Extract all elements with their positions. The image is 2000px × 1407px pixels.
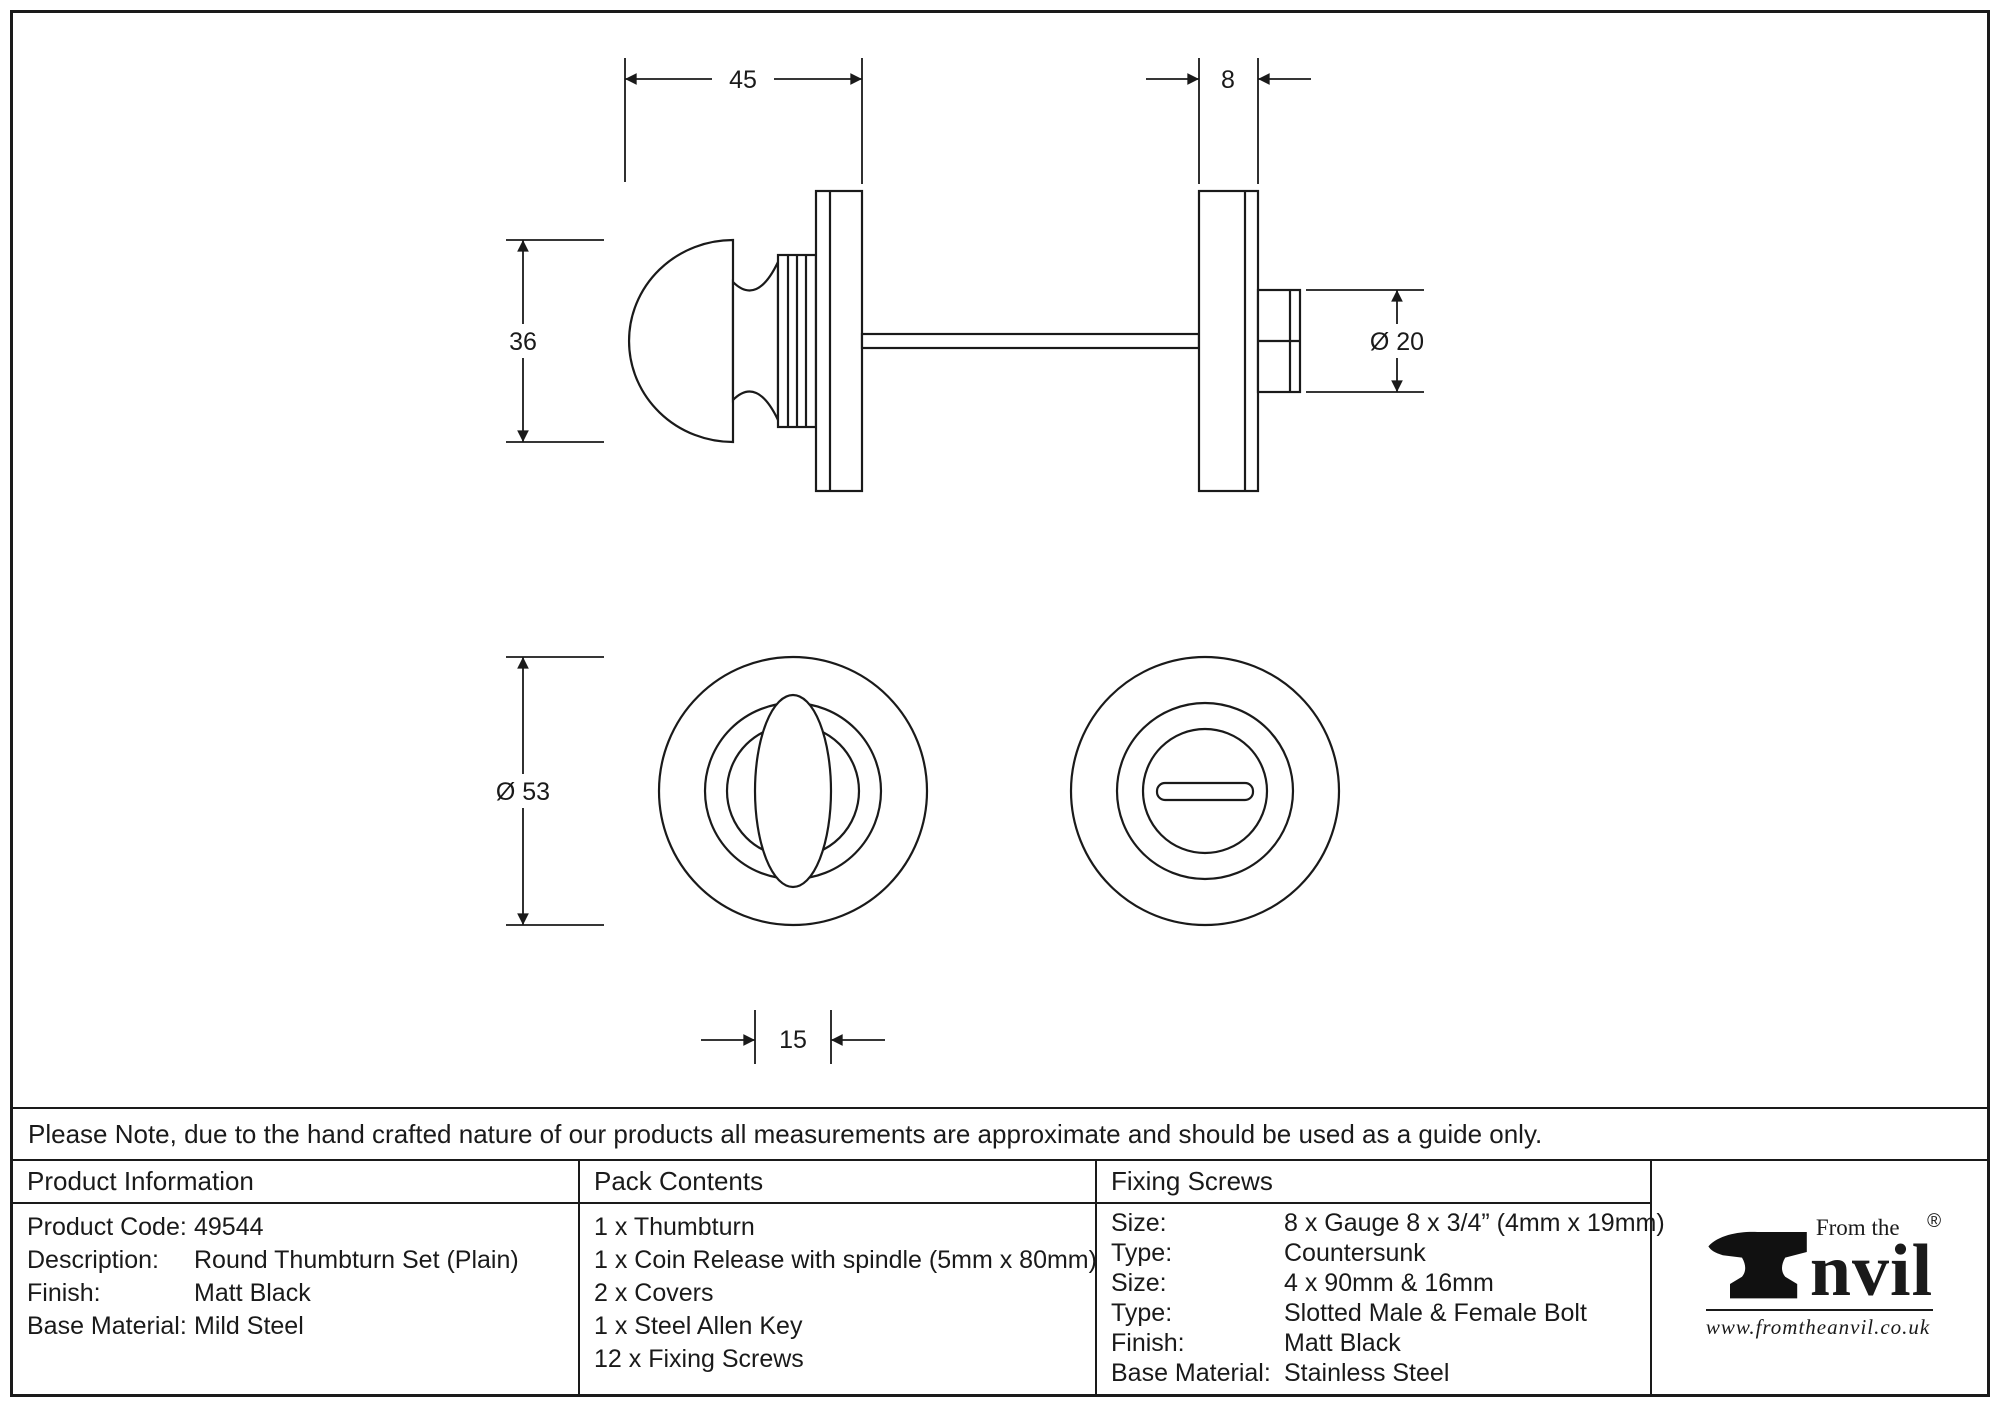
brand-tagline: From the — [1815, 1215, 1900, 1241]
spec-value: Matt Black — [1284, 1328, 1401, 1357]
spec-row: Base Material: Mild Steel — [27, 1310, 578, 1343]
coin-release-front-view — [1069, 655, 1341, 927]
pack-item: 12 x Fixing Screws — [594, 1345, 804, 1373]
spec-label: Type: — [1111, 1298, 1173, 1327]
spec-row: Size: 8 x Gauge 8 x 3/4” (4mm x 19mm) — [1111, 1208, 1665, 1238]
spec-value: Matt Black — [194, 1279, 311, 1307]
spec-label: Finish: — [27, 1279, 101, 1307]
dimension-label-8: 8 — [1221, 66, 1235, 94]
spec-value: 4 x 90mm & 16mm — [1284, 1268, 1494, 1297]
thumbturn-front-view — [657, 655, 929, 927]
dimension-dia-53: Ø 53 — [478, 656, 604, 926]
dimension-label-45: 45 — [729, 66, 757, 94]
thumbturn-oval — [753, 693, 833, 889]
spec-value: Mild Steel — [194, 1312, 304, 1340]
side-view-drawing — [627, 189, 1302, 493]
knob-neck-profile — [731, 261, 780, 421]
spec-table: Product Information Product Code: 49544 … — [13, 1161, 1987, 1394]
spec-label: Base Material: — [27, 1312, 187, 1340]
spec-row: Type: Slotted Male & Female Bolt — [1111, 1298, 1650, 1328]
spec-value: 8 x Gauge 8 x 3/4” (4mm x 19mm) — [1284, 1208, 1665, 1237]
brand-name: nvil — [1809, 1230, 1934, 1313]
spec-row: Product Code: 49544 — [27, 1211, 578, 1244]
pack-item: 2 x Covers — [594, 1279, 714, 1307]
spec-label: Type: — [1111, 1238, 1173, 1267]
pack-contents-section: Pack Contents 1 x Thumbturn 1 x Coin Rel… — [580, 1161, 1097, 1394]
product-information-section: Product Information Product Code: 49544 … — [13, 1161, 580, 1394]
dimension-label-15: 15 — [779, 1026, 807, 1054]
section-title-product-information: Product Information — [13, 1161, 578, 1204]
dimension-45: 45 — [624, 58, 863, 184]
spec-label: Description: — [27, 1246, 159, 1274]
section-title-fixing-screws: Fixing Screws — [1097, 1161, 1650, 1204]
registered-mark: ® — [1927, 1211, 1942, 1233]
note-text: Please Note, due to the hand crafted nat… — [28, 1118, 1543, 1149]
spec-row: Type: Countersunk — [1111, 1238, 1650, 1268]
thumbturn-knob-profile — [627, 238, 735, 444]
anvil-icon — [1708, 1231, 1807, 1299]
spec-label: Product Code: — [27, 1213, 187, 1241]
dimension-15: 15 — [701, 1010, 885, 1064]
spec-row: Finish: Matt Black — [27, 1277, 578, 1310]
dimension-dia-20: Ø 20 — [1306, 289, 1442, 393]
pack-item: 1 x Coin Release with spindle (5mm x 80m… — [594, 1246, 1097, 1274]
brand-url: www.fromtheanvil.co.uk — [1705, 1308, 1934, 1340]
spec-value: Stainless Steel — [1284, 1358, 1450, 1387]
spec-row: Description: Round Thumbturn Set (Plain) — [27, 1244, 578, 1277]
dimension-label-dia-53: Ø 53 — [496, 778, 550, 806]
dimension-36: 36 — [494, 239, 604, 443]
dimension-label-dia-20: Ø 20 — [1370, 328, 1424, 356]
fixing-screws-section: Fixing Screws Size: 8 x Gauge 8 x 3/4” (… — [1097, 1161, 1665, 1394]
spec-value: Countersunk — [1284, 1238, 1426, 1267]
spec-label: Size: — [1111, 1208, 1167, 1237]
spec-value: 49544 — [194, 1213, 264, 1241]
spec-row: Size: 4 x 90mm & 16mm — [1111, 1268, 1650, 1298]
spec-label: Base Material: — [1111, 1358, 1271, 1387]
rose-cover-right-profile — [1197, 189, 1260, 493]
pack-item: 1 x Steel Allen Key — [594, 1312, 803, 1340]
spec-label: Finish: — [1111, 1328, 1185, 1357]
brand-section: ® From the nvil www.fromtheanvil.co.uk — [1652, 1161, 1987, 1394]
brand-logo: ® From the nvil www.fromtheanvil.co.uk — [1705, 1211, 1941, 1340]
spec-value: Round Thumbturn Set (Plain) — [194, 1246, 519, 1274]
dimension-label-36: 36 — [509, 328, 537, 356]
spec-value: Slotted Male & Female Bolt — [1284, 1298, 1587, 1327]
pack-item: 1 x Thumbturn — [594, 1213, 755, 1241]
coin-slot — [1155, 781, 1255, 802]
spindle-profile — [860, 332, 1201, 350]
spec-row: Base Material: Stainless Steel — [1111, 1358, 1650, 1388]
section-title-pack-contents: Pack Contents — [580, 1161, 1095, 1204]
dimension-8: 8 — [1146, 58, 1311, 184]
measurement-note: Please Note, due to the hand crafted nat… — [13, 1107, 1987, 1161]
spec-label: Size: — [1111, 1268, 1167, 1297]
spec-row: Finish: Matt Black — [1111, 1328, 1650, 1358]
rose-cover-left-profile — [814, 189, 864, 493]
